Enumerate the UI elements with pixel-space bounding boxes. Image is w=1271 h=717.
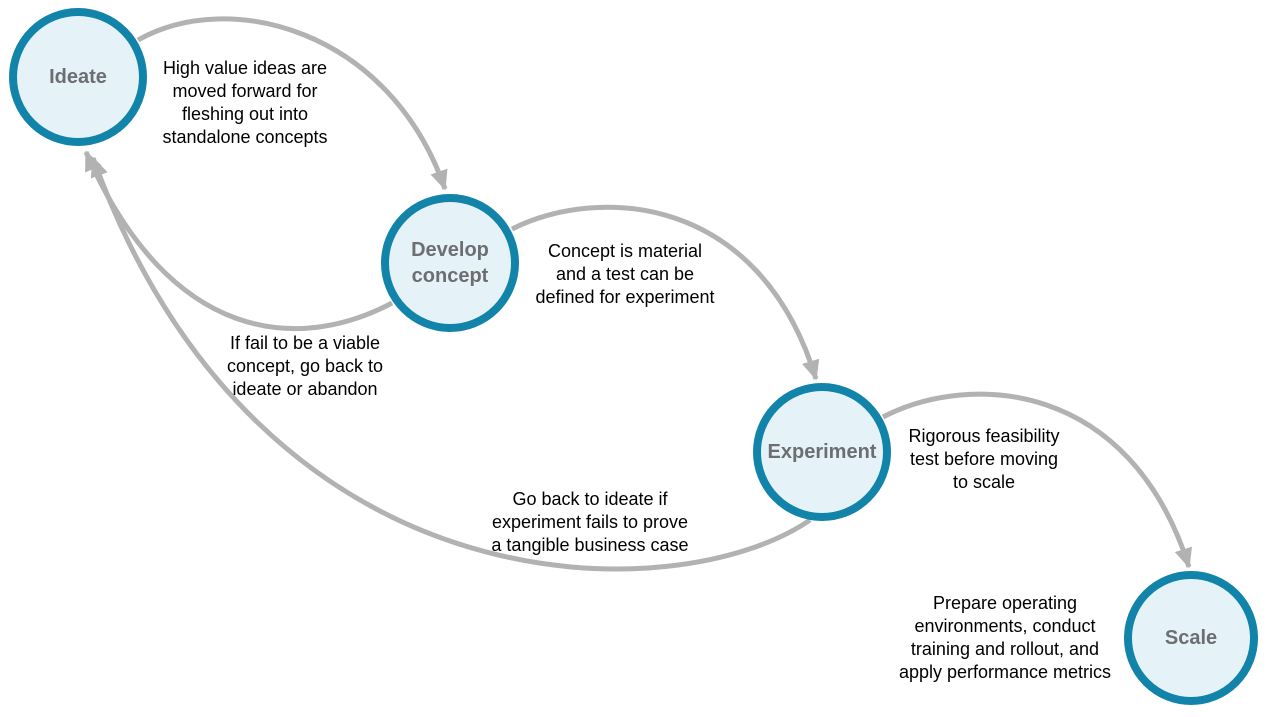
annotation-scale-note: Prepare operating environments, conduct … [898,593,1112,682]
arrow-develop-back-to-ideate [83,150,394,332]
stage-circle-scale: Scale [1124,571,1258,705]
stage-circle-develop-concept: Develop concept [381,194,519,332]
annotation-ideate-to-develop: High value ideas are moved forward for f… [162,58,328,147]
stage-label-scale: Scale [1164,627,1218,649]
annotation-experiment-fail-to-ideate: Go back to ideate if experiment fails to… [491,489,689,555]
arrow-develop-to-experiment [510,204,820,381]
stage-label-develop-concept: Develop concept [411,239,489,287]
stage-circle-experiment: Experiment [753,383,891,521]
arrow-experiment-back-to-ideate [90,156,812,572]
stage-label-ideate: Ideate [49,66,107,88]
arrow-experiment-to-scale [881,391,1193,569]
stage-label-experiment: Experiment [767,441,877,463]
stage-circle-ideate: Ideate [9,8,147,146]
annotation-develop-to-experiment: Concept is material and a test can be de… [535,241,715,307]
annotation-experiment-to-scale: Rigorous feasibility test before moving … [908,426,1060,492]
arrow-ideate-to-develop [136,16,448,191]
annotation-develop-fail-to-ideate: If fail to be a viable concept, go back … [226,333,384,399]
